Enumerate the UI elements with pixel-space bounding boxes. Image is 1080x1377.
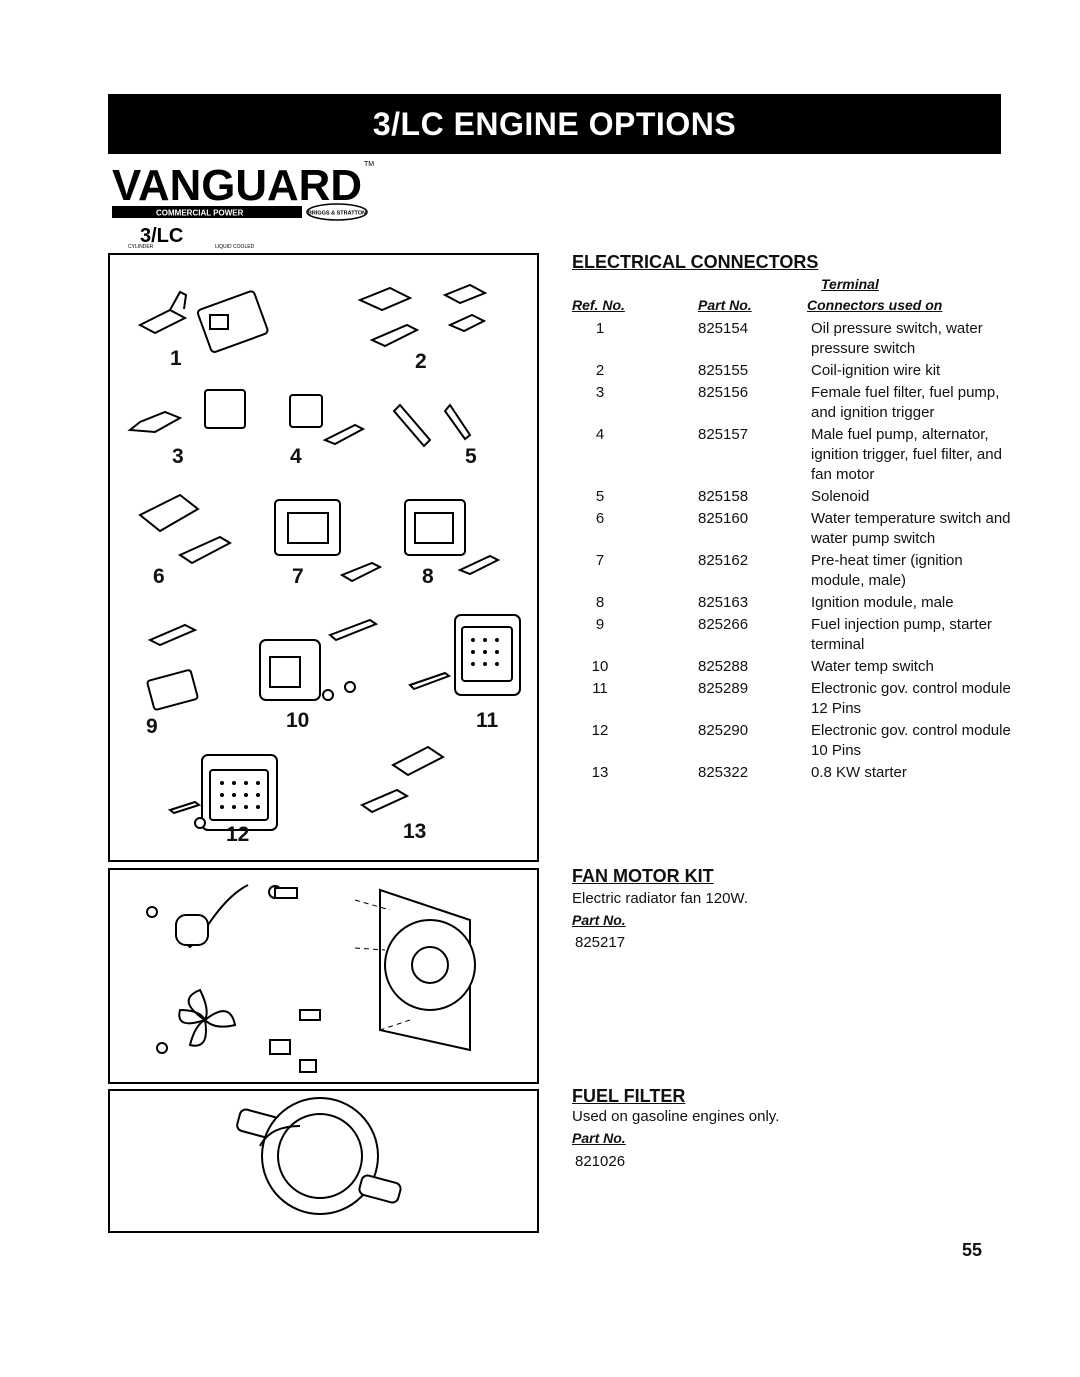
fig-label-2: 2 (415, 350, 427, 373)
ref-no: 9 (595, 616, 605, 633)
logo-tagline: COMMERCIAL POWER (156, 209, 244, 218)
fan-motor-drawing (146, 884, 476, 1073)
ref-no: 13 (591, 764, 609, 781)
part-no: 825156 (698, 384, 749, 401)
connectors-used-on: Fuel injection pump, starter terminal (811, 616, 992, 653)
fuel-filter-description: Used on gasoline engines only. (572, 1108, 780, 1125)
connectors-used-on: Female fuel filter, fuel pump, and ignit… (811, 384, 1000, 421)
fig-label-7: 7 (292, 565, 304, 588)
fig-label-5: 5 (465, 445, 477, 468)
electrical-connectors-heading: ELECTRICAL CONNECTORS (572, 252, 819, 272)
connectors-used-on: Ignition module, male (811, 594, 954, 611)
logo-cylinder: CYLINDER (128, 244, 154, 250)
ref-no: 11 (592, 680, 608, 697)
fig-label-4: 4 (290, 445, 302, 468)
ref-no: 10 (591, 658, 609, 675)
fuel-filter-heading: FUEL FILTER (572, 1086, 686, 1106)
fig-label-13: 13 (403, 820, 427, 843)
fig-label-3: 3 (172, 445, 184, 468)
connectors-used-on: Solenoid (811, 488, 870, 505)
logo-model: 3/LC (140, 225, 183, 247)
logo-brand: VANGUARD (112, 161, 362, 210)
col-header-terminal: Terminal (821, 276, 879, 292)
fan-motor-part-number: 825217 (575, 934, 626, 951)
fig-label-12: 12 (226, 823, 250, 846)
fan-motor-kit-heading: FAN MOTOR KIT (572, 866, 714, 886)
fuel-filter-part-number: 821026 (575, 1153, 626, 1170)
fan-motor-part-label: Part No. (572, 912, 626, 928)
logo-liquid-cooled: LIQUID COOLED (215, 244, 255, 250)
connectors-used-on: Electronic gov. control module 12 Pins (811, 680, 1011, 717)
connectors-used-on: Male fuel pump, alternator, ignition tri… (811, 426, 1002, 483)
ref-no: 3 (595, 384, 605, 401)
part-no: 825155 (698, 362, 749, 379)
fig-label-11: 11 (476, 709, 499, 732)
connectors-used-on: Coil-ignition wire kit (811, 362, 941, 379)
fig-label-6: 6 (153, 565, 165, 588)
ref-no: 8 (595, 594, 605, 611)
part-no: 825322 (698, 764, 749, 781)
ref-no: 4 (595, 426, 605, 443)
ref-no: 6 (595, 510, 605, 527)
logo-maker: BRIGGS & STRATTON (308, 211, 366, 217)
ref-no: 2 (595, 362, 605, 379)
connector-drawings (127, 283, 521, 831)
fuel-filter-part-label: Part No. (572, 1130, 626, 1146)
ref-no: 7 (595, 552, 605, 569)
ref-no: 12 (591, 722, 609, 739)
connectors-illustration: 1 2 3 4 5 6 7 8 9 10 11 12 13 (108, 253, 539, 862)
part-no: 825163 (698, 594, 749, 611)
part-no: 825160 (698, 510, 749, 527)
fan-motor-kit-illustration (108, 868, 539, 1084)
fig-label-8: 8 (422, 565, 434, 588)
part-no: 825157 (698, 426, 749, 443)
col-header-part: Part No. (698, 297, 752, 313)
part-no: 825154 (698, 320, 749, 337)
connectors-used-on: Pre-heat timer (ignition module, male) (811, 552, 963, 589)
vanguard-logo: VANGUARD TM COMMERCIAL POWER BRIGGS & ST… (112, 161, 374, 250)
ref-no: 5 (595, 488, 605, 505)
part-no: 825158 (698, 488, 749, 505)
connectors-used-on: Electronic gov. control module 10 Pins (811, 722, 1011, 759)
fan-motor-description: Electric radiator fan 120W. (572, 890, 748, 907)
col-header-connectors: Connectors used on (807, 297, 943, 313)
fuel-filter-illustration (108, 1089, 539, 1233)
logo-tm: TM (364, 161, 374, 168)
connectors-used-on: 0.8 KW starter (811, 764, 907, 781)
connectors-used-on: Water temperature switch and water pump … (811, 510, 1011, 547)
ref-no: 1 (595, 320, 605, 337)
page-title-banner: 3/LC ENGINE OPTIONS (108, 94, 1001, 154)
fig-label-10: 10 (286, 709, 310, 732)
fuel-filter-drawing (236, 1097, 402, 1215)
part-no: 825290 (698, 722, 749, 739)
part-no: 825288 (698, 658, 749, 675)
connectors-used-on: Oil pressure switch, water pressure swit… (811, 320, 983, 357)
part-no: 825266 (698, 616, 749, 633)
page-title: 3/LC ENGINE OPTIONS (372, 105, 737, 142)
part-no: 825289 (698, 680, 749, 697)
col-header-ref: Ref. No. (572, 297, 625, 313)
fig-label-9: 9 (146, 715, 158, 738)
connectors-used-on: Water temp switch (811, 658, 934, 675)
fig-label-1: 1 (170, 347, 182, 370)
part-no: 825162 (698, 552, 749, 569)
page-number: 55 (962, 1240, 983, 1260)
